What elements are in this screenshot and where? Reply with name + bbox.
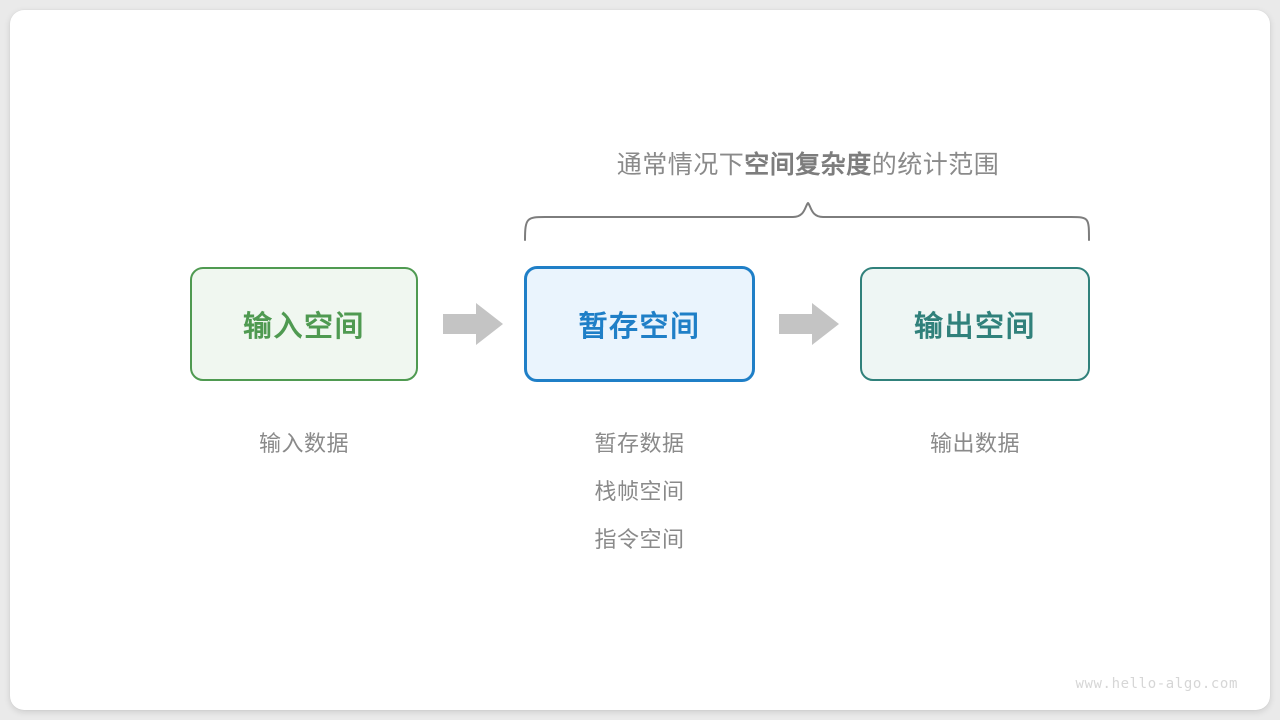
captions-input-space: 输入数据 xyxy=(190,420,418,468)
brace-caption-suffix: 的统计范围 xyxy=(871,151,1000,179)
brace-caption: 通常情况下空间复杂度的统计范围 xyxy=(508,145,1108,181)
box-buffer-space-label: 暂存空间 xyxy=(578,311,701,343)
brace-caption-emphasis: 空间复杂度 xyxy=(744,151,872,179)
box-input-space[interactable]: 输入空间 xyxy=(190,267,418,381)
captions-buffer-space: 暂存数据 栈帧空间 指令空间 xyxy=(524,420,755,564)
box-input-space-label: 输入空间 xyxy=(242,311,365,343)
right-arrow-icon-buffer-to-output xyxy=(779,303,839,345)
caption-item: 输出数据 xyxy=(929,431,1020,456)
curly-brace-icon xyxy=(524,202,1090,241)
box-output-space[interactable]: 输出空间 xyxy=(860,267,1090,381)
caption-item: 暂存数据 xyxy=(594,431,685,456)
caption-item: 指令空间 xyxy=(594,527,685,552)
box-output-space-label: 输出空间 xyxy=(913,311,1036,343)
watermark: www.hello-algo.com xyxy=(1075,676,1238,692)
brace-caption-prefix: 通常情况下 xyxy=(616,151,745,179)
caption-item: 栈帧空间 xyxy=(594,479,685,504)
right-arrow-icon-input-to-buffer xyxy=(443,303,503,345)
box-buffer-space[interactable]: 暂存空间 xyxy=(524,266,755,382)
caption-item: 输入数据 xyxy=(258,431,349,456)
captions-output-space: 输出数据 xyxy=(860,420,1090,468)
